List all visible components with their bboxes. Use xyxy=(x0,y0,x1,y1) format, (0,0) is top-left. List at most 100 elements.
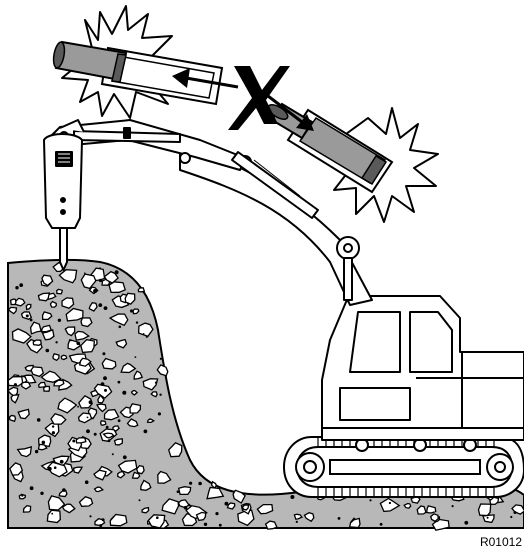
rock xyxy=(57,397,78,414)
rock xyxy=(102,432,115,439)
rock xyxy=(117,459,138,474)
rock xyxy=(80,317,93,328)
gravel-dot xyxy=(84,272,86,275)
rock xyxy=(113,438,123,446)
rock xyxy=(58,490,68,498)
gravel-dot xyxy=(107,439,111,443)
gravel-dot xyxy=(51,512,54,515)
gravel-dot xyxy=(188,503,191,507)
rock xyxy=(141,506,150,514)
gravel-dot xyxy=(93,432,97,436)
rock xyxy=(303,511,315,523)
rock xyxy=(379,497,401,513)
gravel-dot xyxy=(103,376,107,381)
gravel-dot xyxy=(154,381,158,384)
rock xyxy=(241,504,250,511)
rock xyxy=(120,362,137,374)
rock xyxy=(52,353,60,362)
rock xyxy=(99,420,107,426)
rock xyxy=(115,338,128,349)
rock xyxy=(17,408,30,420)
gravel-dot xyxy=(86,429,90,434)
rock xyxy=(58,269,78,284)
gravel-dot xyxy=(19,283,24,287)
gravel-dot xyxy=(189,481,193,485)
rock xyxy=(167,442,183,458)
rock xyxy=(138,322,154,338)
rock xyxy=(47,495,66,511)
cylinder-end-impact-right xyxy=(267,102,439,223)
arrow-icon xyxy=(267,94,314,131)
gravel-dot xyxy=(114,270,119,275)
gravel-dot xyxy=(451,505,454,508)
rock xyxy=(157,470,172,484)
gravel-dot xyxy=(218,523,222,527)
gravel-dot xyxy=(86,416,89,419)
gravel-dot xyxy=(98,303,103,307)
rock xyxy=(29,321,42,335)
gravel-dot xyxy=(295,520,298,524)
rock xyxy=(78,496,94,507)
gravel-dot xyxy=(25,314,29,318)
rock xyxy=(126,418,139,428)
gravel-dot xyxy=(102,352,106,356)
gravel-dot xyxy=(145,335,148,338)
gravel-dot xyxy=(36,418,41,422)
rock xyxy=(177,486,192,496)
gravel-dot xyxy=(117,419,121,423)
gravel-dot xyxy=(57,318,62,322)
rock xyxy=(93,486,105,493)
rock-pile xyxy=(6,258,524,531)
rock xyxy=(429,513,439,522)
gravel-dot xyxy=(55,341,58,344)
rock xyxy=(50,412,67,425)
gravel-dot xyxy=(143,429,148,434)
rock xyxy=(226,502,236,510)
rock xyxy=(30,366,45,378)
rock xyxy=(97,394,105,404)
gravel-dot xyxy=(41,440,46,445)
gravel-dot xyxy=(76,341,80,346)
gravel-dot xyxy=(13,383,17,387)
rock xyxy=(56,288,63,295)
rock xyxy=(124,292,136,305)
rock xyxy=(482,514,495,524)
gravel-dot xyxy=(369,499,372,502)
rock xyxy=(40,370,62,383)
rock xyxy=(147,514,166,529)
gravel-dot xyxy=(40,491,44,495)
gravel-dot xyxy=(51,425,55,428)
rock xyxy=(38,434,52,448)
rock xyxy=(65,307,84,322)
rock xyxy=(109,513,128,527)
rock xyxy=(37,292,51,302)
rock xyxy=(133,370,144,380)
rock xyxy=(142,378,159,391)
rock xyxy=(150,391,158,398)
arrow-icon xyxy=(172,68,239,89)
rock xyxy=(129,403,142,414)
hydraulic-breaker xyxy=(43,133,83,271)
gravel-dot xyxy=(34,449,39,454)
rock xyxy=(43,385,51,392)
rock xyxy=(137,287,146,293)
rock xyxy=(80,339,95,354)
rock xyxy=(41,311,53,321)
gravel-dot xyxy=(62,488,66,492)
rock xyxy=(46,461,68,478)
gravel-dot xyxy=(93,289,98,293)
rock xyxy=(60,354,68,361)
figure-reference-code: R01012 xyxy=(479,535,522,549)
rock xyxy=(293,513,304,520)
rock xyxy=(232,489,246,504)
rock xyxy=(403,502,412,509)
rock xyxy=(32,339,42,346)
gravel-dot xyxy=(176,490,180,494)
rock xyxy=(61,503,76,514)
gravel-dot xyxy=(388,501,391,505)
rock xyxy=(80,273,97,290)
rock xyxy=(41,329,55,341)
rock xyxy=(237,509,255,527)
rock xyxy=(53,379,65,387)
gravel-dot xyxy=(486,516,489,519)
